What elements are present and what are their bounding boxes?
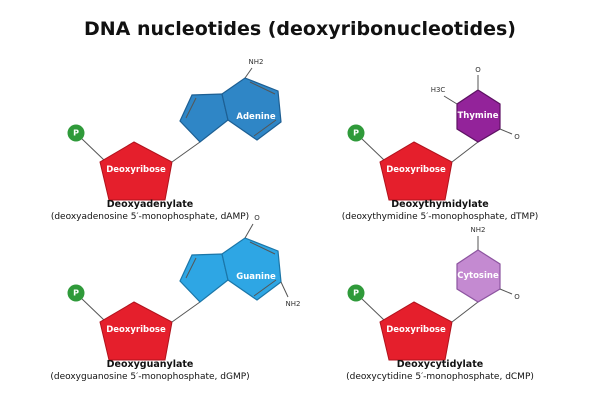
- phosphate-bond: [79, 296, 105, 321]
- deoxyribose-label: Deoxyribose: [386, 165, 446, 175]
- phosphate-label: P: [353, 289, 359, 298]
- substituent-label: O: [514, 133, 520, 141]
- amino-bond: [280, 281, 289, 298]
- phosphate-bond: [79, 136, 105, 161]
- nucleotide-1: P Deoxyribose Adenine NH2: [67, 58, 282, 201]
- imidazole-ring: [179, 93, 229, 143]
- page-title: DNA nucleotides (deoxyribonucleotides): [83, 18, 516, 40]
- pyrimidine-ring: [221, 77, 282, 141]
- caption-dtmp: Deoxythymidylate (deoxythymidine 5′-mono…: [295, 198, 585, 223]
- phosphate-bond: [359, 296, 385, 321]
- nucleotide-3: P Deoxyribose Guanine O NH2: [67, 214, 301, 361]
- nucleotide-full-name: (deoxyguanosine 5′-monophosphate, dGMP): [50, 372, 250, 382]
- nucleotide-full-name: (deoxyadenosine 5′-monophosphate, dAMP): [50, 212, 250, 222]
- double-bond-line: [185, 257, 197, 279]
- base-label: Cytosine: [457, 271, 499, 281]
- phosphate-bond: [359, 136, 385, 161]
- phosphate-circle: [67, 284, 85, 302]
- nucleotide-full-name: (deoxythymidine 5′-monophosphate, dTMP): [341, 212, 539, 222]
- carbonyl-bond: [499, 288, 513, 295]
- carbonyl-bond: [244, 223, 254, 239]
- deoxyribose-label: Deoxyribose: [106, 325, 166, 335]
- double-bond-line: [249, 241, 276, 255]
- substituent-label: H3C: [431, 86, 446, 94]
- substituent-label: O: [514, 293, 520, 301]
- caption-damp: Deoxyadenylate (deoxyadenosine 5′-monoph…: [5, 198, 295, 223]
- amino-bond: [244, 67, 253, 79]
- substituent-label: O: [254, 214, 260, 222]
- double-bond-line: [253, 119, 277, 137]
- nucleotide-full-name: (deoxycytidine 5′-monophosphate, dCMP): [346, 372, 534, 382]
- base-label: Guanine: [236, 272, 276, 282]
- deoxyribose-label: Deoxyribose: [106, 165, 166, 175]
- phosphate-circle: [347, 124, 365, 142]
- double-bond-line: [249, 81, 276, 95]
- nucleotide-name: Deoxyguanylate: [106, 359, 194, 370]
- nucleotide-name: Deoxyadenylate: [106, 199, 194, 210]
- double-bond-line: [185, 97, 197, 119]
- base-label: Adenine: [236, 112, 275, 122]
- carbonyl-bond: [499, 128, 513, 135]
- phosphate-label: P: [73, 129, 79, 138]
- caption-dcmp: Deoxycytidylate (deoxycytidine 5′-monoph…: [295, 358, 585, 383]
- imidazole-ring: [179, 253, 229, 303]
- deoxyribose-pentagon: [99, 141, 173, 201]
- deoxyribose-pentagon: [379, 141, 453, 201]
- pyrimidine-ring: [221, 237, 282, 301]
- glycosidic-bond: [171, 141, 201, 163]
- glycosidic-bond: [451, 141, 479, 163]
- methyl-bond: [443, 95, 458, 105]
- substituent-label: NH2: [249, 58, 264, 66]
- caption-dgmp: Deoxyguanylate (deoxyguanosine 5′-monoph…: [5, 358, 295, 383]
- nucleotide-name: Deoxythymidylate: [391, 199, 489, 210]
- phosphate-label: P: [73, 289, 79, 298]
- substituent-label: NH2: [471, 226, 486, 234]
- phosphate-circle: [67, 124, 85, 142]
- base-label: Thymine: [458, 111, 499, 121]
- nucleotide-name: Deoxycytidylate: [396, 359, 484, 370]
- glycosidic-bond: [451, 301, 479, 323]
- phosphate-circle: [347, 284, 365, 302]
- deoxyribose-pentagon: [379, 301, 453, 361]
- double-bond-line: [253, 279, 277, 297]
- substituent-label: NH2: [286, 300, 301, 308]
- substituent-label: O: [475, 66, 481, 74]
- deoxyribose-label: Deoxyribose: [386, 325, 446, 335]
- glycosidic-bond: [171, 301, 201, 323]
- phosphate-label: P: [353, 129, 359, 138]
- deoxyribose-pentagon: [99, 301, 173, 361]
